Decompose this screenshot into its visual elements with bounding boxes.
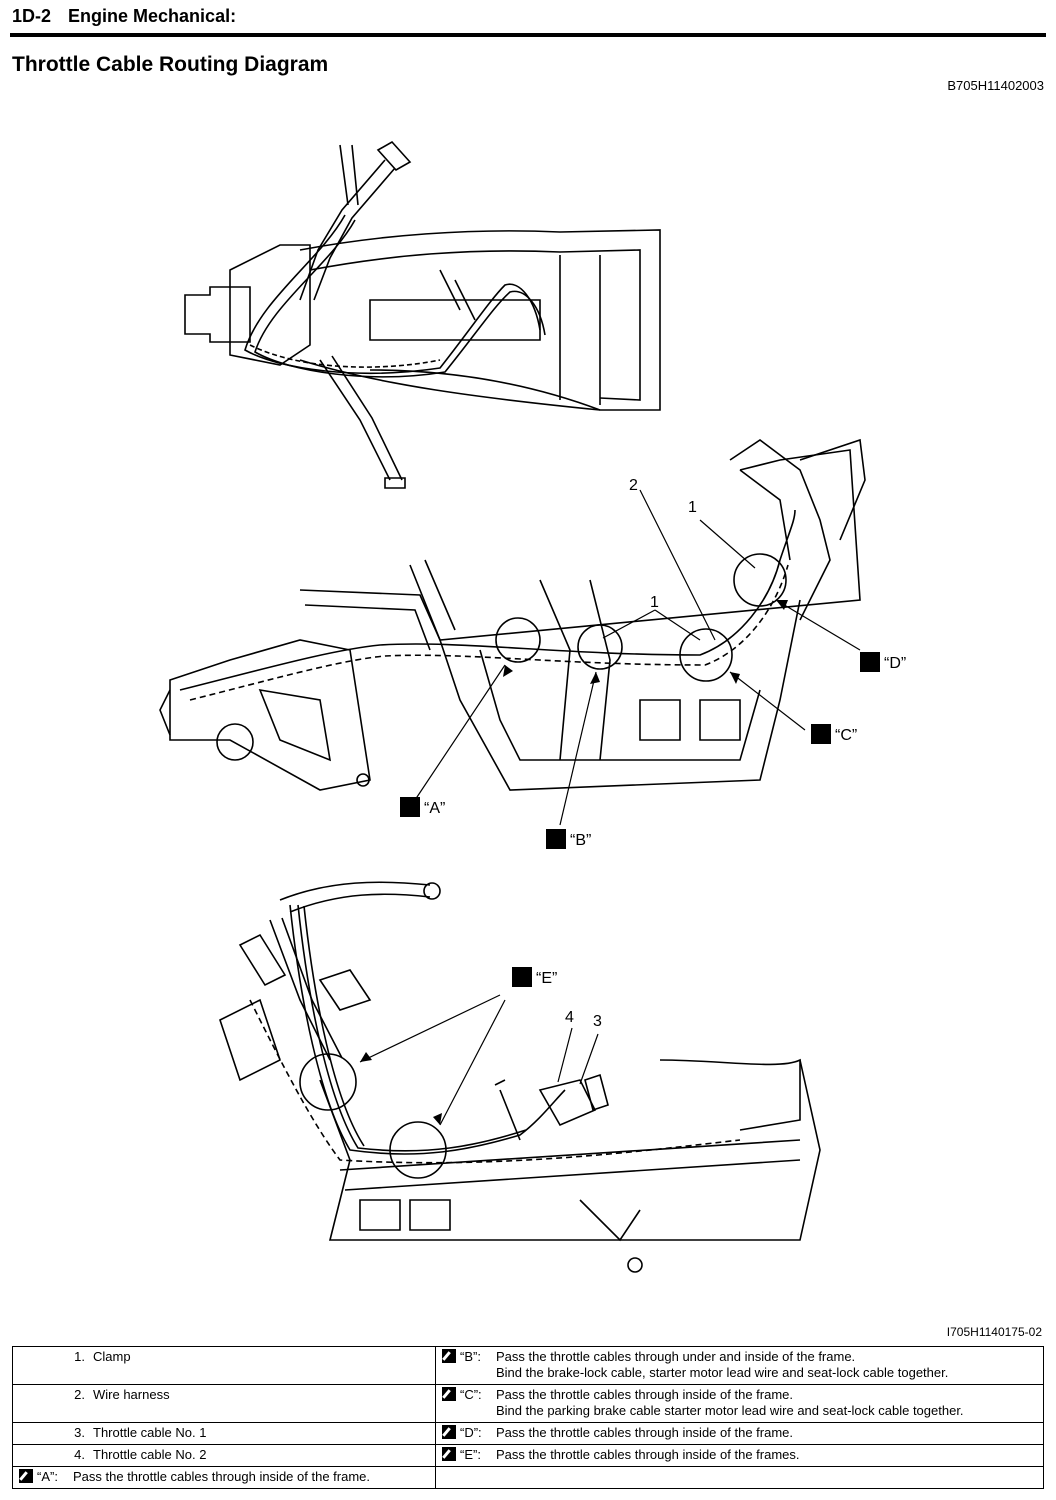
frame-side-view	[159, 438, 866, 826]
legend-row: 2.Wire harness “C”:Pass the throttle cab…	[12, 1384, 1044, 1423]
note-icon	[442, 1349, 456, 1363]
note-c-line2: Bind the parking brake cable starter mot…	[496, 1403, 964, 1418]
legend-item-clamp: Clamp	[93, 1349, 131, 1364]
note-icon	[442, 1387, 456, 1401]
legend-row: 3.Throttle cable No. 1 “D”:Pass the thro…	[12, 1422, 1044, 1445]
note-c-line1: Pass the throttle cables through inside …	[496, 1387, 794, 1402]
note-icon	[442, 1447, 456, 1461]
note-icon-c	[811, 724, 831, 744]
detail-circle-e1	[299, 1053, 357, 1111]
note-icon	[442, 1425, 456, 1439]
note-d-line1: Pass the throttle cables through inside …	[496, 1425, 794, 1440]
note-icon-a	[400, 797, 420, 817]
callout-c: “C”	[835, 727, 857, 744]
section-number: 1D-2	[12, 6, 52, 26]
callout-a: “A”	[424, 800, 445, 817]
note-icon-e	[512, 967, 532, 987]
note-icon	[19, 1469, 33, 1483]
legend-table: 1.Clamp “B”:Pass the throttle cables thr…	[12, 1346, 1044, 1489]
legend-row: 1.Clamp “B”:Pass the throttle cables thr…	[12, 1346, 1044, 1385]
detail-circle-c	[679, 628, 733, 682]
detail-circle-a	[495, 617, 541, 663]
legend-row: 4.Throttle cable No. 2 “E”:Pass the thro…	[12, 1444, 1044, 1467]
chapter-title: Engine Mechanical:	[68, 6, 237, 26]
figure-code: I705H1140175-02	[946, 1325, 1042, 1339]
callout-d: “D”	[884, 655, 906, 672]
legend-row: “A”:Pass the throttle cables through ins…	[12, 1466, 1044, 1489]
callout-4: 4	[565, 1009, 574, 1026]
legend-item-throttle-cable-2: Throttle cable No. 2	[93, 1447, 207, 1462]
note-e-line1: Pass the throttle cables through inside …	[496, 1447, 800, 1462]
callout-b: “B”	[570, 832, 591, 849]
callout-e: “E”	[536, 970, 557, 987]
frame-perspective-view	[219, 881, 821, 1273]
callout-1-top: 1	[688, 499, 697, 516]
header-rule	[10, 33, 1046, 37]
legend-item-wire-harness: Wire harness	[93, 1387, 170, 1402]
callout-icons	[400, 652, 880, 987]
page-header: 1D-2 Engine Mechanical:	[12, 6, 236, 27]
detail-circle-d	[733, 553, 787, 607]
frame-top-view	[184, 140, 661, 489]
callout-2: 2	[629, 477, 638, 494]
note-a-line1: Pass the throttle cables through inside …	[73, 1469, 371, 1484]
detail-circle-e2	[389, 1121, 447, 1179]
cable-routing-diagram: 2 1 1 “D” “C” “A” “B” “E” 4 3	[159, 140, 906, 1273]
note-b-line2: Bind the brake-lock cable, starter motor…	[496, 1365, 949, 1380]
note-icon-b	[546, 829, 566, 849]
detail-circle-b	[577, 624, 623, 670]
legend-item-throttle-cable-1: Throttle cable No. 1	[93, 1425, 207, 1440]
callout-3: 3	[593, 1013, 602, 1030]
callout-1-mid: 1	[650, 594, 659, 611]
page-title: Throttle Cable Routing Diagram	[12, 53, 329, 76]
note-icon-d	[860, 652, 880, 672]
document-code: B705H11402003	[947, 78, 1044, 93]
note-b-line1: Pass the throttle cables through under a…	[496, 1349, 856, 1364]
